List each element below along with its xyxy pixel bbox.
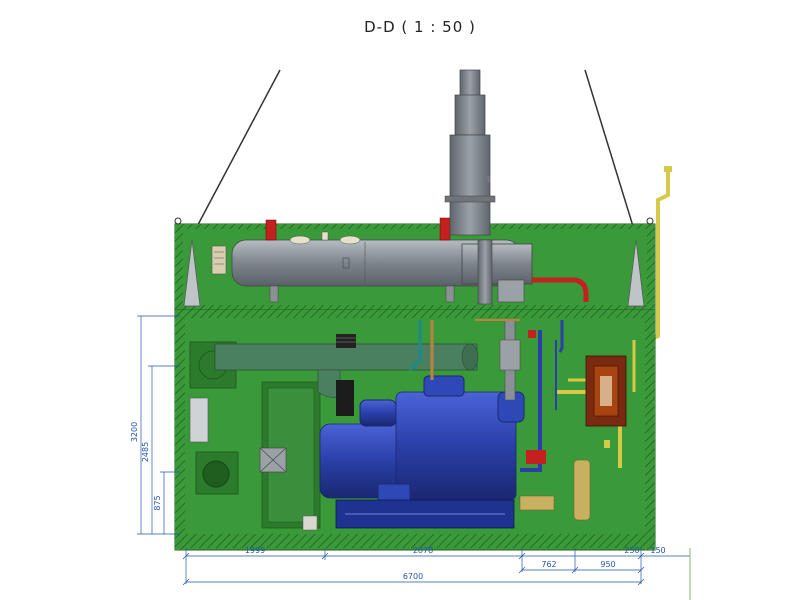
exhaust-stack — [444, 69, 525, 305]
dim-250: 250 — [624, 546, 639, 555]
exhaust-box — [585, 355, 627, 427]
lifting-ropes — [191, 69, 637, 237]
dim-1999: 1999 — [245, 546, 265, 555]
drawing-title: D-D ( 1 : 50 ) — [364, 18, 476, 36]
dim-2878: 2878 — [413, 546, 433, 555]
dim-total-6700: 6700 — [403, 572, 423, 581]
piping — [408, 319, 636, 521]
dim-vertical-875: 875 — [153, 495, 162, 510]
dimension-lines — [137, 315, 691, 600]
silencer-vessel — [231, 217, 589, 303]
dim-150: 150 — [650, 546, 665, 555]
dimension-text: 3200 2485 875 1999 2878 762 950 250 150 … — [130, 422, 666, 581]
dim-762: 762 — [541, 560, 556, 569]
genset — [319, 375, 525, 529]
dim-950: 950 — [600, 560, 615, 569]
dim-vertical-3200: 3200 — [130, 422, 139, 442]
dim-vertical-2485: 2485 — [141, 442, 150, 462]
